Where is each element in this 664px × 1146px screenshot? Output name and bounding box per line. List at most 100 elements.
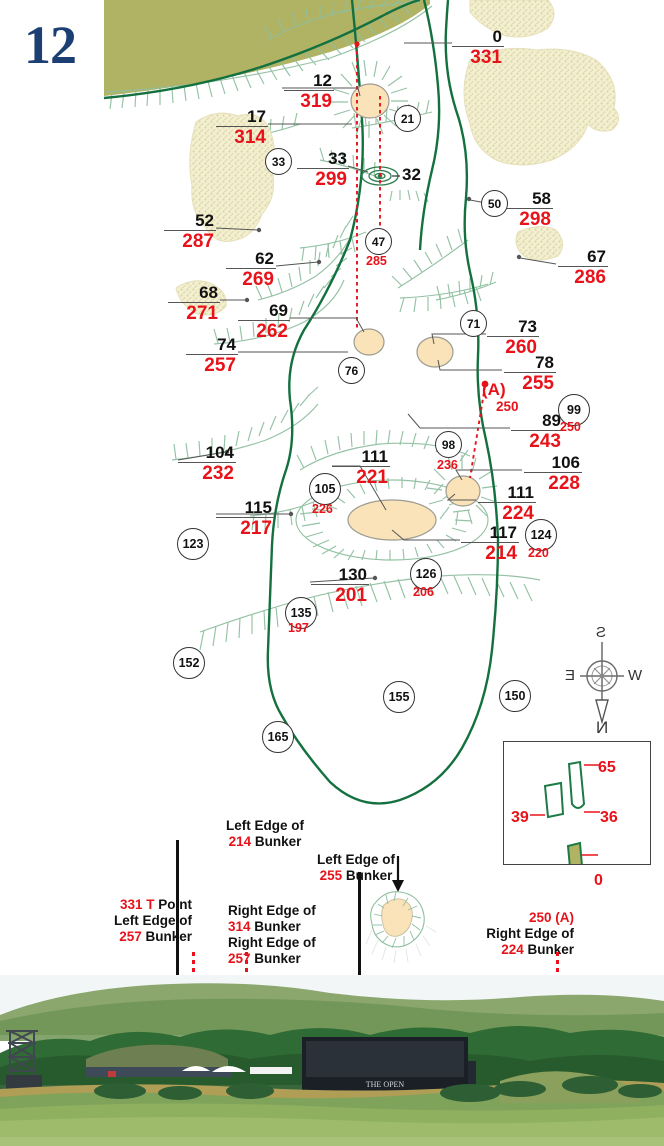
marker-117-214-carry: 117 — [489, 523, 517, 542]
marker-33-299-carry: 33 — [328, 149, 347, 168]
compass-label-south: S — [596, 624, 607, 641]
marker-68-271-rule — [168, 302, 220, 303]
marker-12-319-carry: 12 — [313, 71, 332, 90]
pill-99-sub: 250 — [560, 420, 581, 434]
marker-74-257-rule — [186, 354, 238, 355]
pill-33: 33 — [265, 148, 292, 175]
marker-62-269-rule — [226, 268, 276, 269]
marker-73-260-remaining: 260 — [505, 337, 537, 358]
marker-78-255-carry: 78 — [535, 353, 554, 372]
callout-255-bunker-line: 255 Bunker — [319, 867, 393, 883]
hole-number: 12 — [24, 15, 77, 75]
marker-74-257-carry: 74 — [217, 335, 236, 354]
plain-number-32: 32 — [402, 165, 421, 184]
marker-69-262-rule — [238, 320, 290, 321]
pill-135-sub: 197 — [288, 621, 309, 635]
marker-117-214-rule — [461, 542, 519, 543]
marker-104-232-carry: 104 — [205, 443, 234, 462]
callout-314-257-bunker-line: 257 Bunker — [228, 950, 301, 966]
marker-67-286-remaining: 286 — [574, 267, 606, 288]
pill-47-sub: 285 — [366, 254, 387, 268]
marker-111-221-carry: 111 — [361, 447, 389, 466]
marker-104-232-remaining: 232 — [202, 463, 234, 484]
marker-58-298-rule — [503, 208, 553, 209]
pill-99: 99 — [558, 394, 590, 426]
marker-0-331-remaining: 331 — [470, 47, 502, 68]
pill-124-sub: 220 — [528, 546, 549, 560]
pill-47: 47 — [365, 228, 392, 255]
pill-105: 105 — [309, 473, 341, 505]
pill-123: 123 — [177, 528, 209, 560]
pill-71: 71 — [460, 310, 487, 337]
pill-155: 155 — [383, 681, 415, 713]
compass-rose: S N E W — [546, 624, 658, 740]
tee-box-inset — [503, 741, 651, 870]
pill-135: 135 — [285, 597, 317, 629]
marker-73-260-carry: 73 — [518, 317, 537, 336]
marker-115-217-rule — [216, 517, 274, 518]
callout-250-a-224-bunker-line: Right Edge of — [486, 925, 574, 941]
sand-waste-areas — [175, 0, 619, 316]
callout-314-257-bunker-line: Right Edge of — [228, 934, 316, 950]
pill-98-sub: 236 — [437, 458, 458, 472]
marker-33-299-rule — [297, 168, 349, 169]
marker-69-262-carry: 69 — [269, 301, 288, 320]
marker-111-224-remaining: 224 — [502, 503, 534, 524]
tee-area-polygon — [104, 0, 430, 96]
pill-152: 152 — [173, 647, 205, 679]
marker-52-287-carry: 52 — [195, 211, 214, 230]
marker-12-319-rule — [284, 90, 334, 91]
marker-89-243-rule — [511, 430, 563, 431]
marker-115-217-remaining: 217 — [240, 518, 272, 539]
marker-106-228-remaining: 228 — [548, 473, 580, 494]
callout-214-bunker-line: Left Edge of — [226, 818, 304, 833]
callout-250-a-224-bunker-line: 250 (A) — [528, 910, 574, 925]
marker-111-224-rule — [478, 502, 536, 503]
callout-214-bunker-line: 214 Bunker — [228, 833, 302, 849]
marker-58-298-carry: 58 — [532, 189, 551, 208]
marker-12-319-remaining: 319 — [300, 91, 332, 112]
callout-331-t-point-line: Left Edge of — [114, 912, 192, 928]
pill-50: 50 — [481, 190, 508, 217]
marker-52-287-remaining: 287 — [182, 231, 214, 252]
pill-98: 98 — [435, 431, 462, 458]
marker-17-314-remaining: 314 — [234, 127, 266, 148]
pill-76: 76 — [338, 357, 365, 384]
callout-250-a-224-bunker-line: 224 Bunker — [501, 941, 574, 957]
marker-106-228-rule — [524, 472, 582, 473]
marker-78-255-remaining: 255 — [522, 373, 554, 394]
aim-point-label: (A) — [482, 380, 506, 399]
pill-165: 165 — [262, 721, 294, 753]
marker-62-269-carry: 62 — [255, 249, 274, 268]
marker-58-298-remaining: 298 — [519, 209, 551, 230]
aim-point-value: 250 — [496, 399, 519, 414]
marker-78-255-rule — [504, 372, 556, 373]
aim-lines — [356, 44, 486, 479]
pill-126-sub: 206 — [413, 585, 434, 599]
marker-104-232-rule — [178, 462, 236, 463]
marker-111-221-rule — [332, 466, 390, 467]
alignment-stick-214 — [176, 840, 179, 1094]
tee-39-label: 39 — [511, 809, 529, 826]
